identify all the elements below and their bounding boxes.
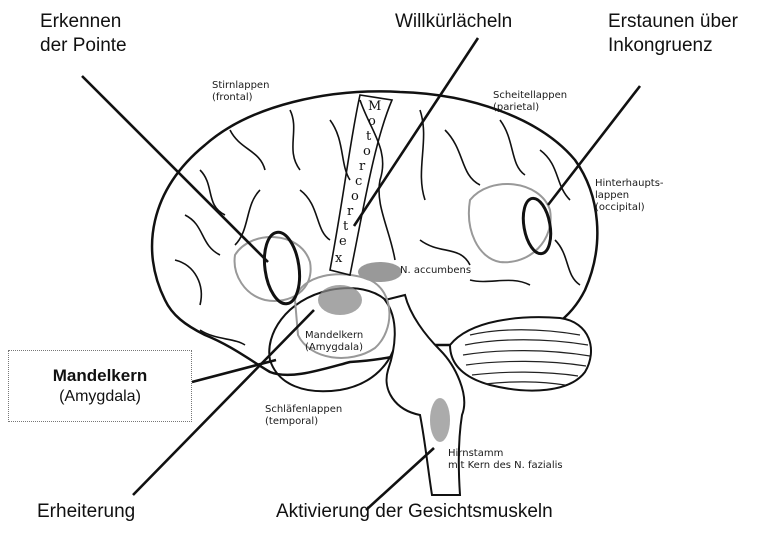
amygdala-callout-box: Mandelkern (Amygdala): [8, 350, 192, 422]
label-erkennen-der-pointe: Erkennen der Pointe: [40, 10, 127, 58]
label-erheiterung: Erheiterung: [37, 500, 135, 524]
motor-letter: e: [339, 234, 347, 249]
motorcortex-label: M o t o r c o r t e x: [335, 99, 381, 266]
motor-letter: M: [368, 99, 381, 114]
motor-letter: r: [347, 204, 354, 219]
label-n-accumbens: N. accumbens: [400, 265, 471, 277]
label-hirnstamm: Hirnstamm mit Kern des N. fazialis: [448, 448, 563, 472]
amygdala-shape: [318, 285, 362, 315]
label-aktivierung-gesichtsmuskeln: Aktivierung der Gesichtsmuskeln: [276, 500, 553, 524]
callout-subtitle: (Amygdala): [9, 387, 191, 407]
motor-letter: c: [355, 174, 362, 189]
label-erstaunen: Erstaunen über Inkongruenz: [608, 10, 738, 58]
motor-letter: o: [363, 144, 371, 159]
label-hinterhauptslappen: Hinterhaupts- lappen (occipital): [595, 178, 664, 214]
motor-letter: t: [366, 129, 372, 144]
sulci: [175, 100, 580, 345]
parietal-gray-region: [469, 184, 551, 262]
callout-title: Mandelkern: [9, 365, 191, 387]
label-scheitellappen: Scheitellappen (parietal): [493, 90, 567, 114]
motor-letter: o: [351, 189, 359, 204]
label-schlaefenlappen: Schläfenlappen (temporal): [265, 404, 342, 428]
frontal-focus-oval: [260, 230, 304, 306]
motor-letter: r: [359, 159, 366, 174]
motor-letter: t: [343, 219, 349, 234]
motor-letter: o: [368, 114, 376, 129]
label-stirnlappen: Stirnlappen (frontal): [212, 80, 269, 104]
label-willkuerlaecheln: Willkürlächeln: [395, 10, 512, 34]
motor-letter: x: [335, 251, 343, 266]
label-mandelkern-inner: Mandelkern (Amygdala): [305, 330, 363, 354]
facial-nucleus: [430, 398, 450, 442]
